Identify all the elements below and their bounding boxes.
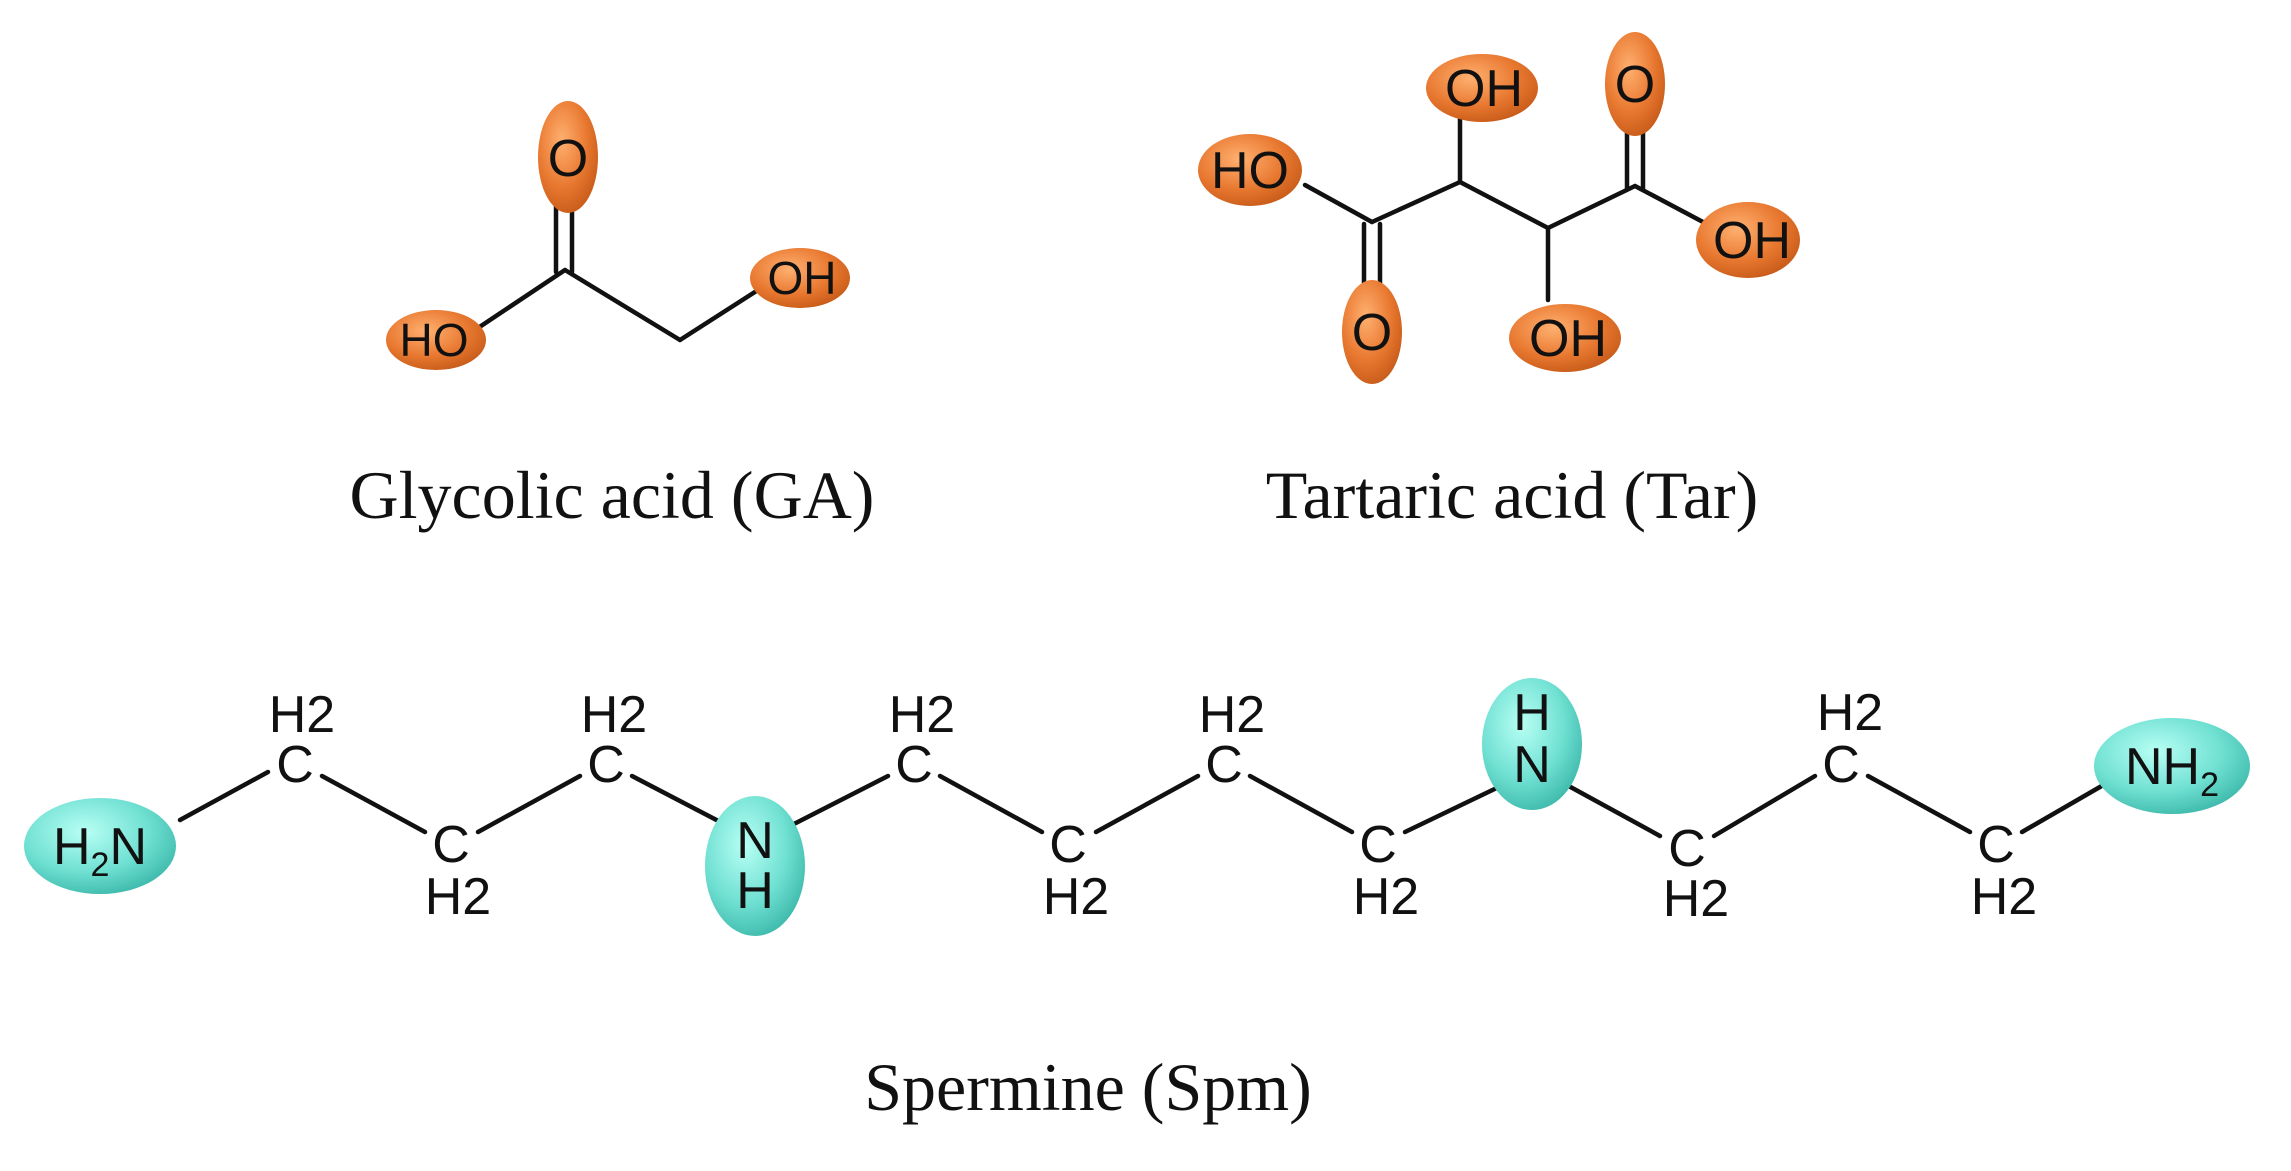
bond xyxy=(1369,179,1463,225)
bond xyxy=(1865,773,1973,835)
hydrogen-label: H2 xyxy=(1971,868,2037,926)
carbon-label: C xyxy=(1822,736,1860,794)
carbon-label: C xyxy=(1668,820,1706,878)
bond xyxy=(1545,183,1638,231)
oxygen-highlight xyxy=(1342,280,1402,384)
carbon-label: C xyxy=(1205,736,1243,794)
oxygen-highlight xyxy=(1426,54,1538,122)
tartaric-acid-structure: HO O OH OH O OH Tartaric acid (Tar) xyxy=(1198,32,1800,533)
bond xyxy=(1562,781,1663,839)
hydrogen-label: H2 xyxy=(1663,870,1729,928)
hydrogen-label: H2 xyxy=(581,686,647,744)
bond xyxy=(475,267,568,331)
atom-label: H2N xyxy=(53,818,147,884)
nitrogen-highlight xyxy=(1482,678,1582,810)
hydrogen-label: H2 xyxy=(1199,686,1265,744)
carbon-label: C xyxy=(587,736,625,794)
glycolic-acid-structure: O OH HO Glycolic acid (GA) xyxy=(350,101,875,533)
atom-label: H xyxy=(736,862,774,920)
atom-label: OH xyxy=(768,252,837,304)
carbon-label: C xyxy=(1049,816,1087,874)
bond xyxy=(562,267,683,343)
hydrogen-label: H2 xyxy=(425,868,491,926)
molecule-caption: Glycolic acid (GA) xyxy=(350,457,875,533)
atom-label: OH xyxy=(1713,212,1791,270)
oxygen-highlight xyxy=(1605,32,1665,136)
atom-label: OH xyxy=(1529,310,1607,368)
hydrogen-label: H2 xyxy=(1353,868,1419,926)
bond xyxy=(629,773,731,829)
atom-label: O xyxy=(1352,304,1392,362)
hydrogen-label: H2 xyxy=(1817,684,1883,742)
oxygen-highlight xyxy=(1198,134,1302,206)
oxygen-highlight xyxy=(386,310,486,370)
bond xyxy=(2019,777,2115,835)
atom-label: O xyxy=(1615,56,1655,114)
carbon-label: C xyxy=(432,816,470,874)
atom-label: N xyxy=(1513,736,1551,794)
bond xyxy=(1247,773,1355,835)
bond xyxy=(787,773,891,829)
atom-label: H xyxy=(1513,684,1551,742)
oxygen-highlight xyxy=(1696,202,1800,278)
bond xyxy=(1457,179,1551,231)
carbon-label: C xyxy=(1359,816,1397,874)
bond xyxy=(1302,182,1375,225)
hydrogen-label: H2 xyxy=(1043,868,1109,926)
atom-label: N xyxy=(736,812,774,870)
bond xyxy=(319,773,428,835)
oxygen-highlight xyxy=(750,248,850,308)
bond xyxy=(937,773,1045,835)
atom-label: HO xyxy=(400,314,469,366)
bond xyxy=(1711,773,1818,839)
nitrogen-highlight xyxy=(2094,718,2250,814)
bond xyxy=(177,769,271,823)
carbon-label: C xyxy=(1977,816,2015,874)
molecule-caption: Spermine (Spm) xyxy=(864,1049,1312,1125)
bond xyxy=(677,287,761,343)
atom-label: HO xyxy=(1211,142,1289,200)
atom-label: OH xyxy=(1445,60,1523,118)
bond xyxy=(1093,773,1201,835)
nitrogen-highlight xyxy=(24,798,176,894)
spermine-structure: H2N NH2 N H H N C H2 C H2 C H2 C H2 C H2… xyxy=(24,678,2250,1125)
oxygen-highlight xyxy=(1509,304,1621,372)
carbon-label: C xyxy=(895,736,933,794)
hydrogen-label: H2 xyxy=(889,686,955,744)
atom-label: O xyxy=(548,130,588,188)
bond xyxy=(1632,183,1706,225)
hydrogen-label: H2 xyxy=(269,686,335,744)
bond xyxy=(475,773,583,835)
bond xyxy=(1402,781,1508,835)
molecule-caption: Tartaric acid (Tar) xyxy=(1266,457,1759,533)
oxygen-highlight xyxy=(538,101,598,213)
nitrogen-highlight xyxy=(705,796,805,936)
atom-label: NH2 xyxy=(2125,738,2219,804)
carbon-label: C xyxy=(276,736,314,794)
